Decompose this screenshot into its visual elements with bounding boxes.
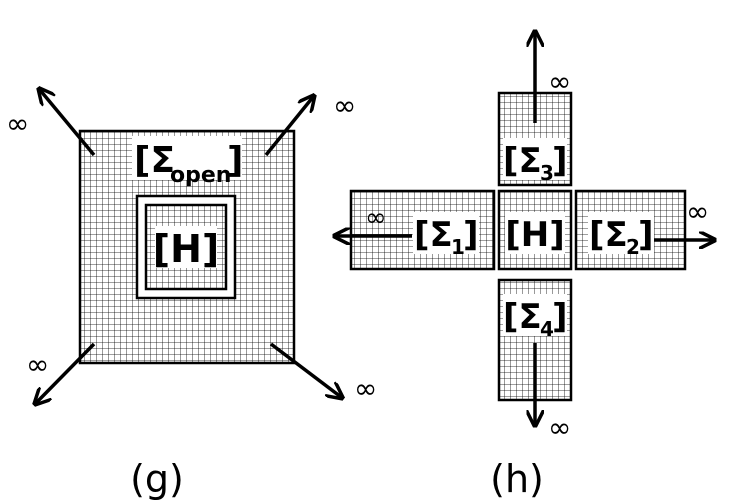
svg-text:[Σ: [Σ xyxy=(503,297,542,337)
svg-text:[Σ: [Σ xyxy=(414,215,453,255)
sigma-open-label: [Σ open ] xyxy=(132,136,243,188)
arrow-upper-left xyxy=(40,90,96,157)
infinity-upper-right: ∞ xyxy=(333,89,356,122)
svg-text:]: ] xyxy=(463,215,479,255)
svg-text:]: ] xyxy=(638,215,654,255)
sigma1-label: [Σ 1 ] xyxy=(413,212,479,259)
svg-text:]: ] xyxy=(552,297,568,337)
svg-text:]: ] xyxy=(227,140,243,181)
svg-text:[Σ: [Σ xyxy=(503,141,542,181)
h-label-h: [H] xyxy=(505,212,565,255)
h-label-g: [H] xyxy=(153,226,220,271)
arrow-lower-right xyxy=(269,342,341,397)
svg-text:[Σ: [Σ xyxy=(589,215,628,255)
sigma4-label: [Σ 4 ] xyxy=(503,294,568,341)
infinity-upper-left: ∞ xyxy=(6,107,29,140)
caption-h: (h) xyxy=(490,457,544,501)
infinity-lower-left: ∞ xyxy=(26,348,49,381)
svg-text:open: open xyxy=(170,163,231,188)
infinity-down: ∞ xyxy=(548,411,571,444)
infinity-lower-right: ∞ xyxy=(354,372,377,405)
svg-text:1: 1 xyxy=(451,235,465,259)
infinity-up: ∞ xyxy=(548,65,571,98)
panel-h: [Σ 3 ] [Σ 1 ] [H] [Σ 2 ] [Σ 4 ] xyxy=(336,33,713,501)
sigma3-label: [Σ 3 ] xyxy=(503,138,568,185)
sigma2-label: [Σ 2 ] xyxy=(588,212,654,259)
svg-text:[H]: [H] xyxy=(505,215,565,255)
svg-text:2: 2 xyxy=(626,235,640,259)
svg-text:[H]: [H] xyxy=(153,227,220,271)
svg-text:4: 4 xyxy=(540,317,554,341)
infinity-right: ∞ xyxy=(686,195,709,228)
svg-text:]: ] xyxy=(552,141,568,181)
svg-text:[Σ: [Σ xyxy=(134,140,175,181)
arrow-lower-left xyxy=(36,342,96,403)
caption-g: (g) xyxy=(130,457,184,501)
infinity-left: ∞ xyxy=(365,203,387,233)
panel-g: [Σ open ] [H] ∞ ∞ ∞ ∞ (g) xyxy=(6,89,377,501)
svg-text:3: 3 xyxy=(540,161,554,185)
arrow-upper-right xyxy=(264,97,313,157)
